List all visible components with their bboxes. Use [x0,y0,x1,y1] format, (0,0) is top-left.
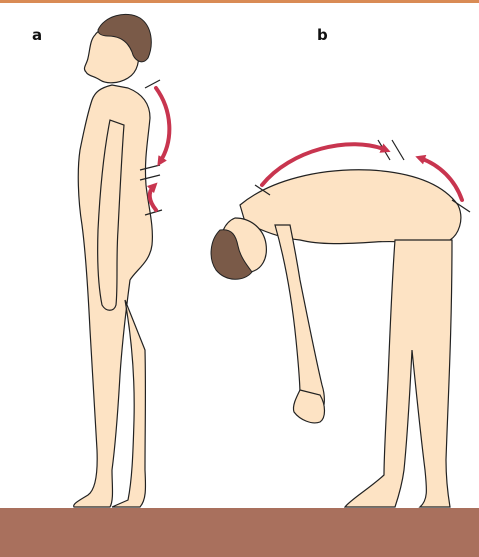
figure-bending [211,170,461,507]
bending-hand [293,390,324,423]
arrow-upper-back [156,88,169,162]
bending-arm [275,225,324,416]
floor [0,508,479,557]
bending-torso [240,170,461,244]
bending-legs [345,240,452,507]
figure-standing [74,14,153,507]
arrow-lower-back [150,186,156,210]
